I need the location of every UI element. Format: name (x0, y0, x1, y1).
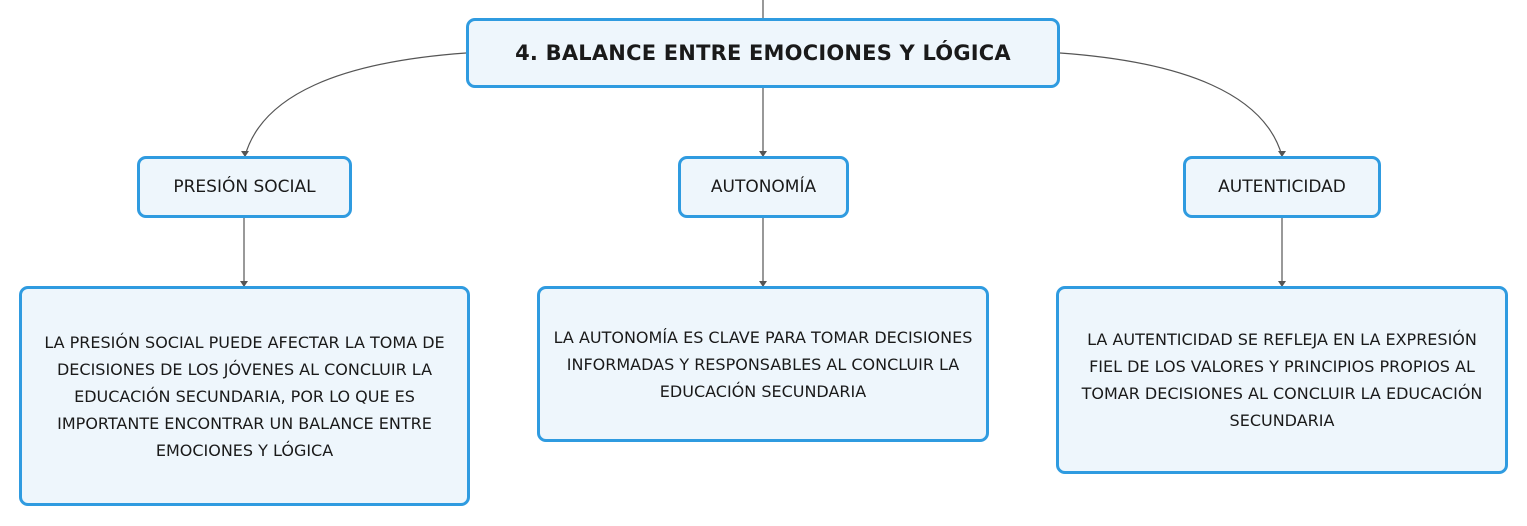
arrowhead-autenticidad (1278, 151, 1286, 157)
arrowhead-autonomia-detail (759, 281, 767, 287)
connector-main-to-autenticidad (1059, 52, 1283, 157)
arrowhead-autenticidad-detail (1278, 281, 1286, 287)
arrowhead-autonomia (759, 151, 767, 157)
connector-main-to-presion (244, 52, 467, 157)
arrowhead-presion (241, 151, 249, 157)
subtopic-autenticidad[interactable]: AUTENTICIDAD (1183, 156, 1381, 218)
arrowhead-presion-detail (240, 281, 248, 287)
detail-autonomia[interactable]: LA AUTONOMÍA ES CLAVE PARA TOMAR DECISIO… (537, 286, 989, 442)
subtopic-label: AUTENTICIDAD (1218, 177, 1346, 197)
detail-text: LA AUTONOMÍA ES CLAVE PARA TOMAR DECISIO… (553, 327, 973, 401)
subtopic-presion-social[interactable]: PRESIÓN SOCIAL (137, 156, 352, 218)
subtopic-label: PRESIÓN SOCIAL (173, 177, 316, 197)
detail-autenticidad[interactable]: LA AUTENTICIDAD SE REFLEJA EN LA EXPRESI… (1056, 286, 1508, 474)
detail-presion-social[interactable]: LA PRESIÓN SOCIAL PUEDE AFECTAR LA TOMA … (19, 286, 470, 506)
detail-text: LA PRESIÓN SOCIAL PUEDE AFECTAR LA TOMA … (44, 332, 445, 460)
detail-text: LA AUTENTICIDAD SE REFLEJA EN LA EXPRESI… (1081, 330, 1483, 430)
main-topic-node[interactable]: 4. BALANCE ENTRE EMOCIONES Y LÓGICA (466, 18, 1060, 88)
subtopic-label: AUTONOMÍA (710, 177, 817, 197)
main-topic-label: 4. BALANCE ENTRE EMOCIONES Y LÓGICA (515, 41, 1011, 65)
subtopic-autonomia[interactable]: AUTONOMÍA (678, 156, 849, 218)
